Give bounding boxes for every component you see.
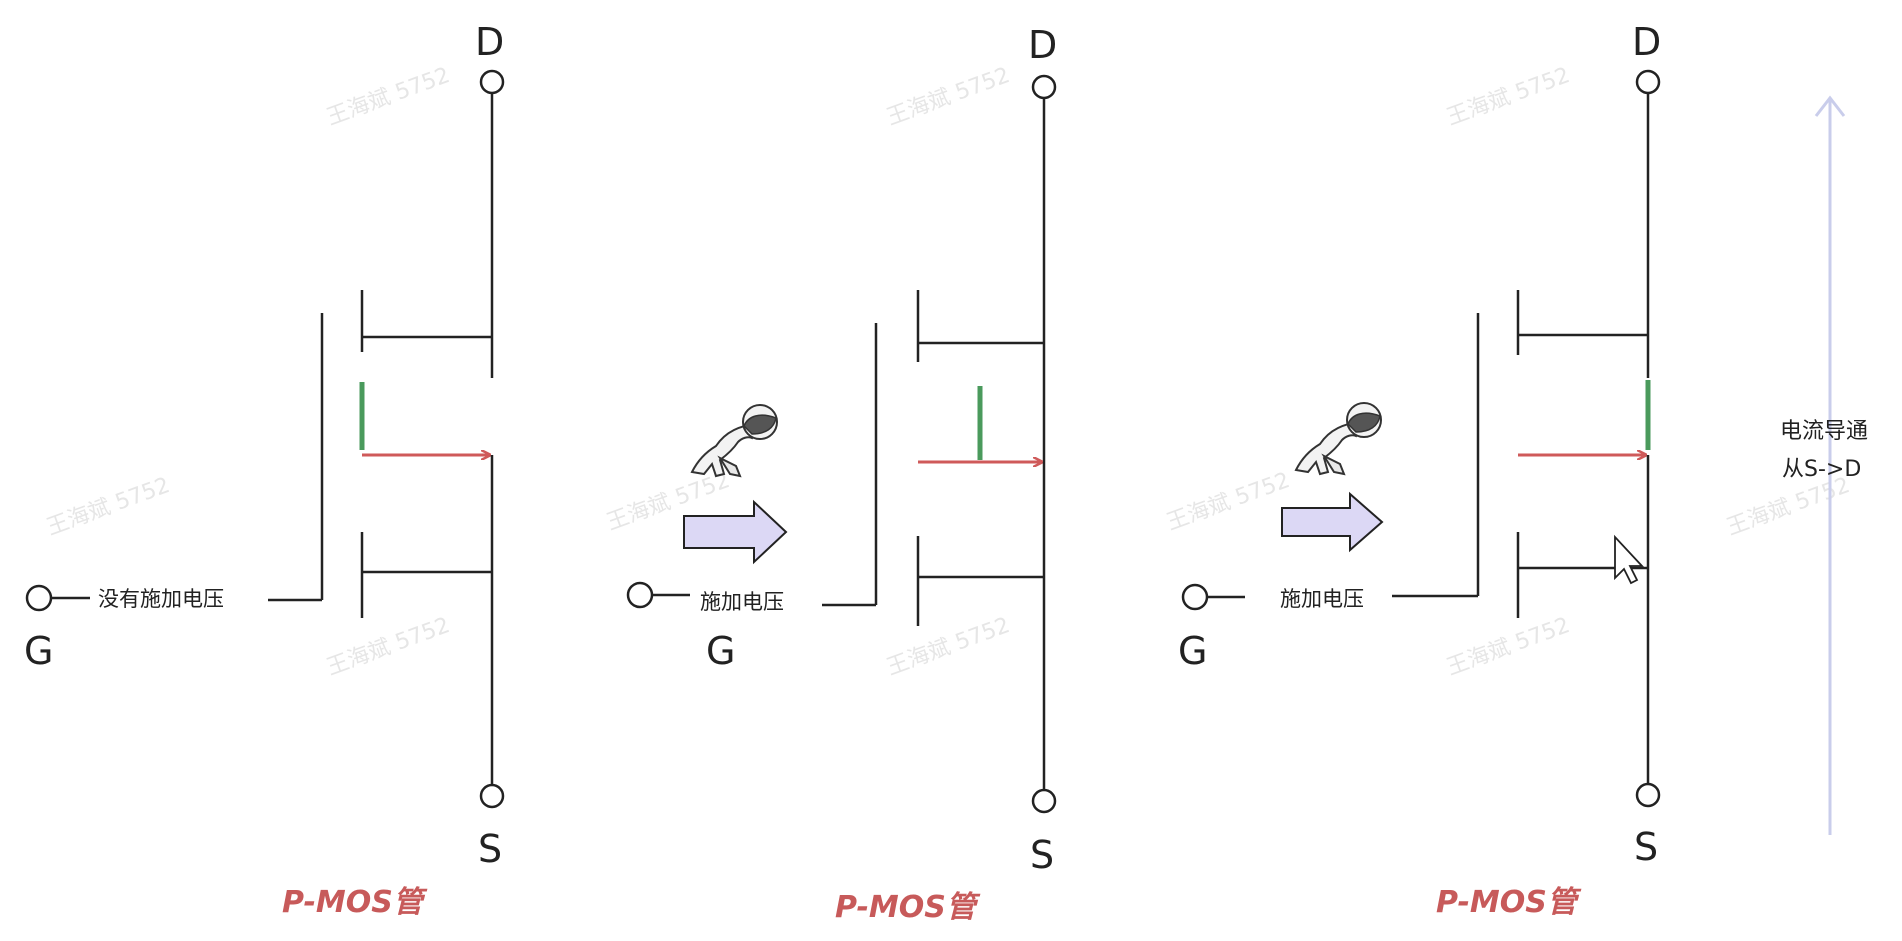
gate-voltage-label: 施加电压 [1280,587,1364,611]
gate-voltage-label: 施加电压 [700,590,784,614]
watermark: 王海斌 5752 [324,613,454,681]
drain-terminal [1635,69,1661,95]
watermarks: 王海斌 5752 王海斌 5752 王海斌 5752 王海斌 5752 王海斌 … [44,63,1854,681]
source-terminal [1031,788,1057,814]
source-terminal [1635,782,1661,808]
watermark: 王海斌 5752 [1444,613,1574,681]
source-terminal [479,783,505,809]
drain-label: D [1028,23,1057,67]
current-direction-indicator: 电流导通 从S->D [1780,95,1868,835]
push-arrow-icon [1281,491,1384,553]
watermark: 王海斌 5752 [324,63,454,131]
pushing-figure-icon [1294,402,1382,476]
gate-label: G [1178,629,1207,673]
watermark: 王海斌 5752 [1724,473,1854,541]
transistor-title: P-MOS管 [282,885,428,920]
gate-label: G [24,629,53,673]
mouse-cursor-icon [1614,534,1645,585]
source-label: S [1030,833,1054,877]
conduction-note-line2: 从S->D [1782,457,1861,482]
conduction-note-line1: 电流导通 [1780,419,1868,444]
drain-label: D [1632,20,1661,64]
watermark: 王海斌 5752 [44,473,174,541]
gate-terminal [626,581,654,609]
drain-terminal [479,69,505,95]
pushing-figure-icon [690,404,778,478]
watermark: 王海斌 5752 [884,613,1014,681]
watermark: 王海斌 5752 [884,63,1014,131]
drain-terminal [1031,74,1057,100]
gate-terminal [1181,583,1209,611]
source-label: S [1634,825,1658,869]
push-arrow-icon [683,499,788,565]
gate-label: G [706,629,735,673]
gate-voltage-label: 没有施加电压 [98,587,224,611]
transistor-1: D S 没有施加电压 G P-MOS管 [24,20,504,920]
transistor-2: D S 施加电压 G P-MOS管 [626,23,1057,925]
transistor-3: D S 施加电压 G P-MOS管 [1178,20,1661,920]
current-arrow-head-icon [1814,95,1846,117]
transistor-title: P-MOS管 [1436,885,1582,920]
gate-terminal [25,584,53,612]
transistor-title: P-MOS管 [835,890,981,925]
watermark: 王海斌 5752 [1444,63,1574,131]
source-label: S [478,827,502,871]
drain-label: D [475,20,504,64]
watermark: 王海斌 5752 [1164,468,1294,536]
